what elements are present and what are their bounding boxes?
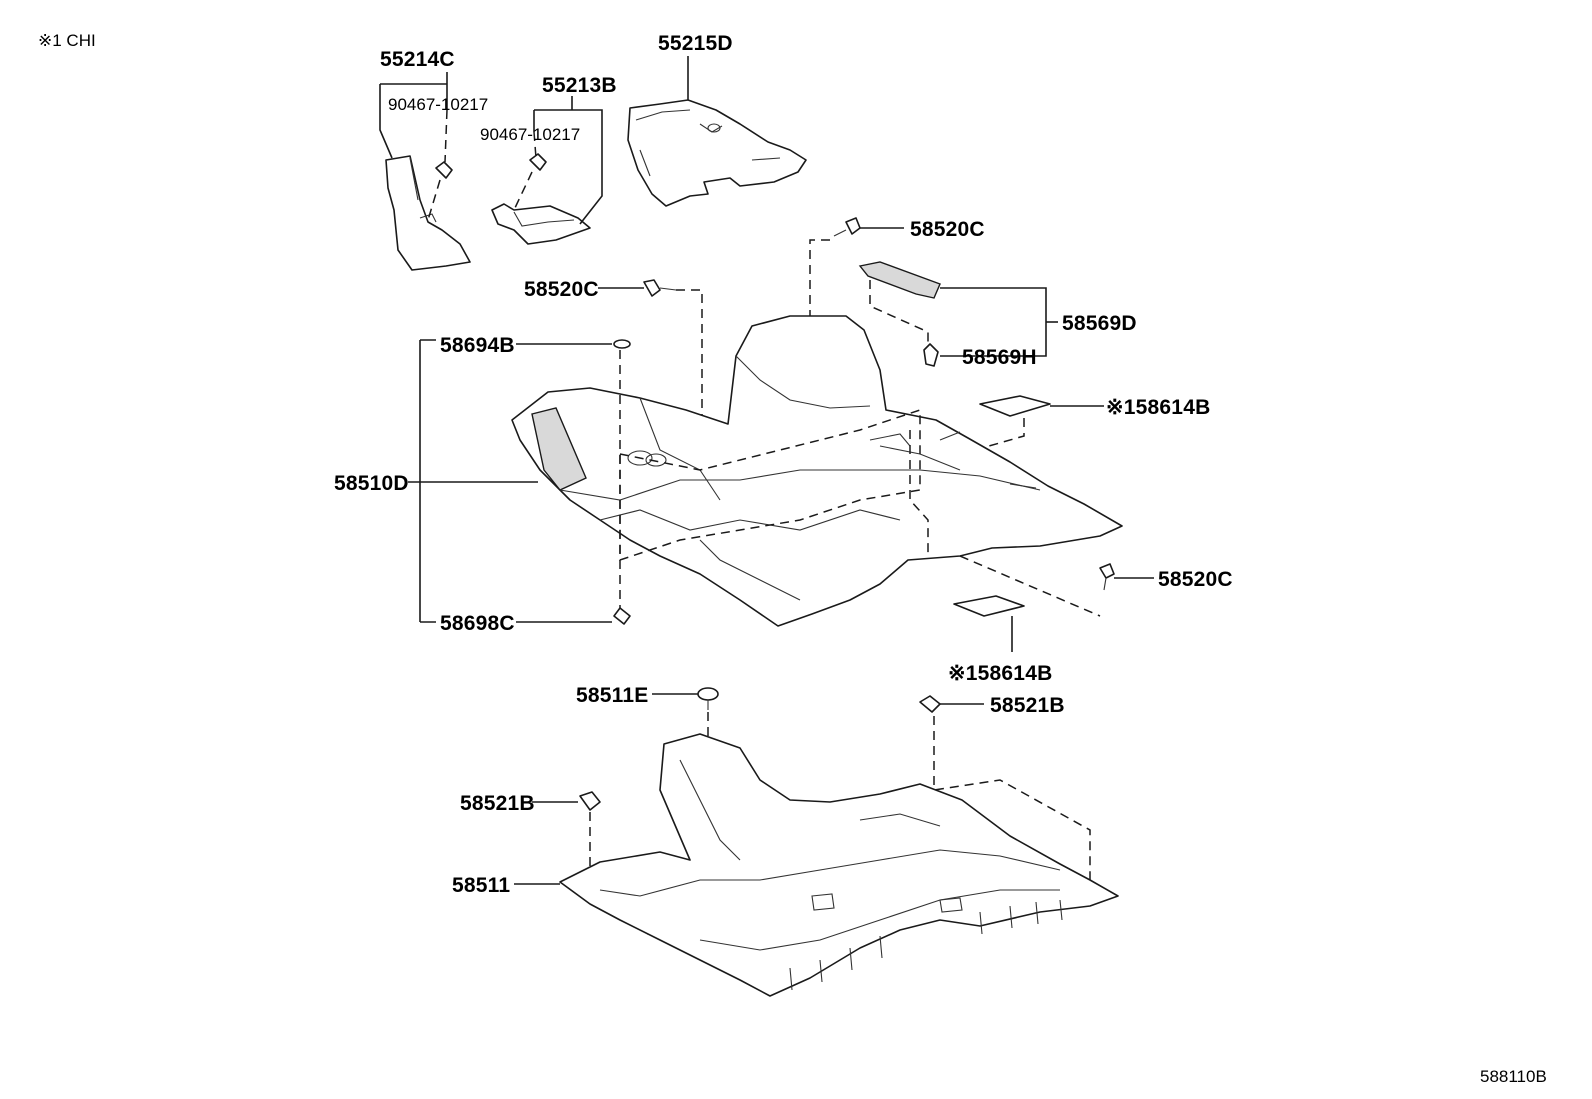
callout-58614B-upper[interactable]: ※158614B xyxy=(1106,396,1210,419)
callout-58520C-right[interactable]: 58520C xyxy=(1158,568,1233,591)
callout-58698C[interactable]: 58698C xyxy=(440,612,515,635)
callout-58521B-right[interactable]: 58521B xyxy=(990,694,1065,717)
callout-58510D[interactable]: 58510D xyxy=(334,472,409,495)
clip-58694B[interactable] xyxy=(613,339,631,349)
callout-58511E[interactable]: 58511E xyxy=(576,684,648,707)
callout-58569H[interactable]: 58569H xyxy=(962,346,1037,369)
callout-55215D[interactable]: 55215D xyxy=(658,32,733,55)
part-55214C[interactable] xyxy=(385,155,471,271)
clip-58521B-left[interactable] xyxy=(579,791,601,811)
part-55213B[interactable] xyxy=(491,153,591,245)
callout-58520C-mid[interactable]: 58520C xyxy=(524,278,599,301)
pad-58614B-upper[interactable] xyxy=(979,395,1051,417)
clip-58698C[interactable] xyxy=(613,607,631,625)
diagram-id-label: 588110B xyxy=(1480,1067,1547,1086)
callout-58614B-lower[interactable]: ※158614B xyxy=(948,662,1052,685)
callout-58569D[interactable]: 58569D xyxy=(1062,312,1137,335)
clip-58520C-top[interactable] xyxy=(833,217,861,237)
clip-58520C-right[interactable] xyxy=(1099,563,1115,591)
footnote-label: ※1 CHI xyxy=(38,31,96,50)
callout-55214C[interactable]: 55214C xyxy=(380,48,455,71)
part-58510D-carpet[interactable] xyxy=(511,315,1123,627)
callout-55213B[interactable]: 55213B xyxy=(542,74,617,97)
clip-58521B-right[interactable] xyxy=(919,695,941,713)
callout-90467-10217-a[interactable]: 90467-10217 xyxy=(388,95,488,114)
part-58511-carpet[interactable] xyxy=(559,733,1119,997)
callout-58694B[interactable]: 58694B xyxy=(440,334,515,357)
part-55215D[interactable] xyxy=(627,99,807,207)
callout-90467-10217-b[interactable]: 90467-10217 xyxy=(480,125,580,144)
pad-58614B-lower[interactable] xyxy=(953,595,1025,617)
callout-58520C-top[interactable]: 58520C xyxy=(910,218,985,241)
callout-58511[interactable]: 58511 xyxy=(452,874,510,897)
part-58569D[interactable] xyxy=(858,261,941,367)
clip-58511E[interactable] xyxy=(697,687,719,710)
clip-58520C-mid[interactable] xyxy=(643,279,677,297)
callout-58521B-left[interactable]: 58521B xyxy=(460,792,535,815)
